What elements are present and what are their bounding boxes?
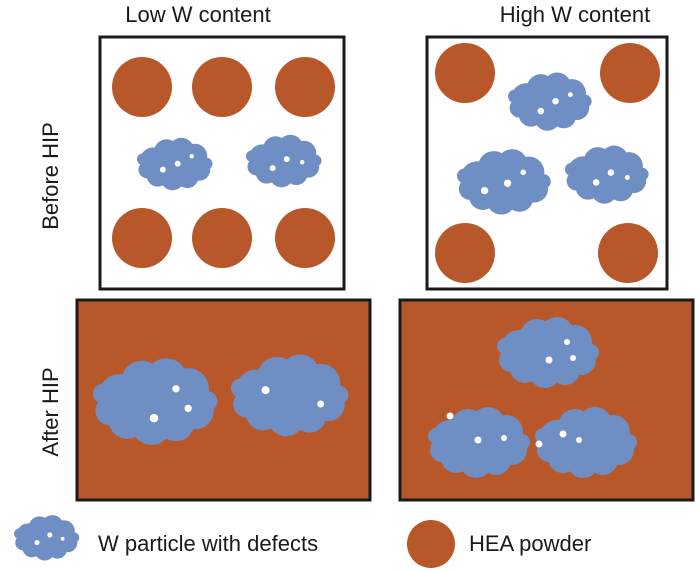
w-particle [497, 317, 599, 388]
w-particle [428, 407, 530, 478]
w-particle [535, 407, 637, 478]
hea-powder-particle [192, 57, 252, 117]
panel-after-low-w [75, 298, 372, 502]
hea-powder-particle [275, 57, 335, 117]
column-title-low-w: Low W content [125, 2, 271, 27]
panel-before-high-w [425, 35, 669, 291]
w-particle [508, 72, 592, 131]
hea-powder-particle [598, 223, 658, 283]
hea-powder-icon [407, 520, 455, 568]
row-title-before-hip: Before HIP [38, 122, 63, 230]
w-particle [137, 137, 213, 191]
hea-powder-particles [112, 57, 335, 268]
row-title-after-hip: After HIP [38, 367, 63, 456]
legend-label-w-particle: W particle with defects [98, 531, 318, 556]
hea-powder-particle [192, 208, 252, 268]
hea-powder-particle [112, 57, 172, 117]
legend: W particle with defects HEA powder [14, 515, 591, 568]
w-particle [231, 354, 349, 437]
hea-powder-particle [435, 43, 495, 103]
w-particle-icon [14, 515, 80, 561]
hea-powder-particle [112, 208, 172, 268]
panel-after-high-w [398, 298, 695, 502]
hea-powder-particles [435, 43, 660, 283]
hea-powder-particle [600, 43, 660, 103]
legend-label-hea-powder: HEA powder [469, 531, 591, 556]
w-particle [457, 149, 551, 215]
hea-powder-particle [435, 223, 495, 283]
w-particle [246, 134, 322, 188]
hea-powder-particle [275, 208, 335, 268]
column-title-high-w: High W content [500, 2, 650, 27]
w-particle [93, 358, 218, 445]
panel-before-low-w [98, 35, 346, 291]
w-particle [565, 145, 649, 204]
